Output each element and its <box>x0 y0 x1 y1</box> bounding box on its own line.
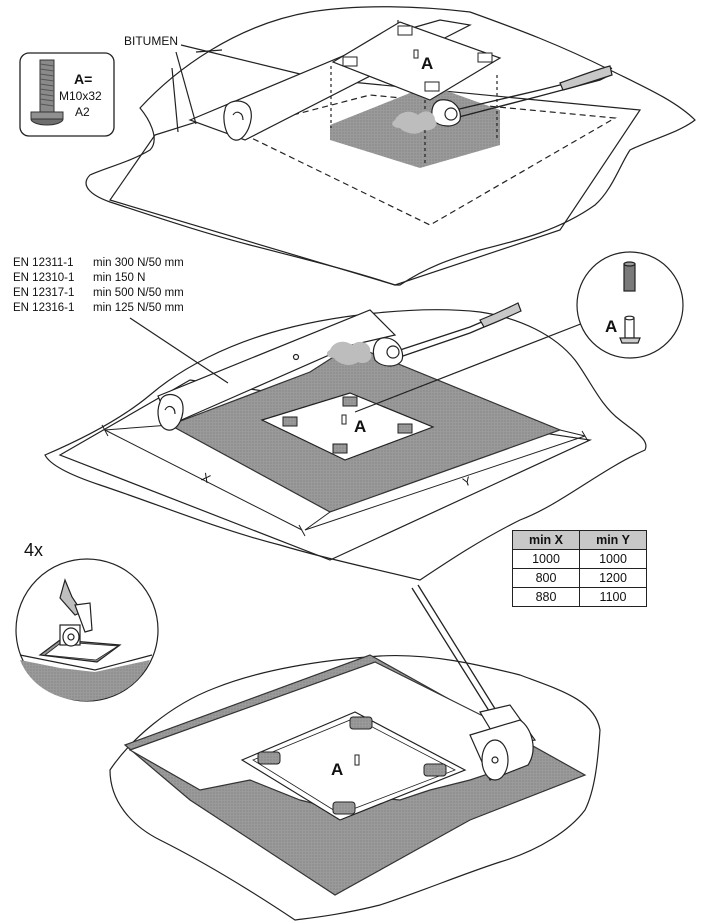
detail-leader <box>354 317 597 413</box>
step2-detail-circle <box>576 251 684 359</box>
detail-label-a: A <box>605 317 617 336</box>
standard-row: EN 12317-1 min 500 N/50 mm <box>13 286 184 301</box>
step2-plate-a <box>260 392 435 461</box>
bitumen-leader-2 <box>195 49 223 53</box>
bolt-icon <box>19 52 115 137</box>
step1-torch <box>431 65 613 127</box>
min-dimensions-table: min X min Y 1000 1000 800 1200 880 1100 <box>512 530 647 607</box>
table-header-row: min X min Y <box>512 530 647 550</box>
bolt-size-label: M10x32 <box>59 89 102 103</box>
step3-plate-a <box>240 711 467 821</box>
standard-row: EN 12316-1 min 125 N/50 mm <box>13 301 184 316</box>
bitumen-leader-4 <box>180 44 301 75</box>
standard-requirement: min 125 N/50 mm <box>93 302 184 314</box>
bitumen-leader-1 <box>175 51 197 125</box>
step2-label-a: A <box>354 417 366 436</box>
table-cell: 800 <box>512 568 580 588</box>
step1-dashed-area <box>233 94 617 226</box>
bolt-a-label: A= <box>74 71 92 87</box>
standard-code: EN 12310-1 <box>13 272 75 284</box>
step3-roller <box>411 584 537 781</box>
step2-dot <box>292 353 300 361</box>
standards-list: EN 12311-1 min 300 N/50 mm EN 12310-1 min … <box>13 256 184 316</box>
bolt-grade-label: A2 <box>75 105 90 119</box>
bitumen-label: BITUMEN <box>124 34 178 48</box>
step3-plate-inner <box>252 717 456 815</box>
standard-code: EN 12316-1 <box>13 302 75 314</box>
table-row: 880 1100 <box>512 587 647 607</box>
standard-requirement: min 500 N/50 mm <box>93 287 184 299</box>
table-header-min-x: min X <box>512 530 580 550</box>
step2-smoke <box>326 341 372 365</box>
table-cell: 1000 <box>579 549 647 569</box>
table-cell: 1100 <box>579 587 647 607</box>
step1-scene <box>85 6 696 286</box>
step2-scene <box>44 302 647 581</box>
standard-code: EN 12317-1 <box>13 287 75 299</box>
step2-roll-curl <box>164 405 176 415</box>
standard-row: EN 12311-1 min 300 N/50 mm <box>13 256 184 271</box>
table-cell: 1200 <box>579 568 647 588</box>
step1-plate-holes <box>342 25 493 92</box>
step2-torch <box>372 302 522 367</box>
table-cell: 880 <box>512 587 580 607</box>
step3-detail-circle <box>15 558 159 702</box>
step1-roll <box>223 100 252 141</box>
count-label: 4x <box>24 540 43 560</box>
step2-plate-holes <box>282 396 413 454</box>
table-row: 1000 1000 <box>512 549 647 569</box>
bitumen-leader-3 <box>171 67 179 133</box>
standard-code: EN 12311-1 <box>13 257 74 269</box>
step3-label-a: A <box>331 760 343 779</box>
step3-plate-holes <box>257 716 447 815</box>
step3-detail-membrane <box>20 660 150 701</box>
table-header-min-y: min Y <box>579 530 647 550</box>
standard-requirement: min 300 N/50 mm <box>93 257 184 269</box>
standards-leader <box>129 317 229 384</box>
step2-dimension-lines <box>101 424 589 537</box>
table-cell: 1000 <box>512 549 580 569</box>
table-row: 800 1200 <box>512 568 647 588</box>
step1-plate-a <box>331 21 502 101</box>
step2-roll <box>157 393 184 431</box>
step1-label-a: A <box>421 54 433 73</box>
step2-base-plane <box>58 379 593 561</box>
step1-roll-curl <box>232 111 244 121</box>
standard-requirement: min 150 N <box>93 272 146 284</box>
standard-row: EN 12310-1 min 150 N <box>13 271 184 286</box>
step1-smoke <box>392 111 437 134</box>
step3-scene <box>109 584 601 921</box>
